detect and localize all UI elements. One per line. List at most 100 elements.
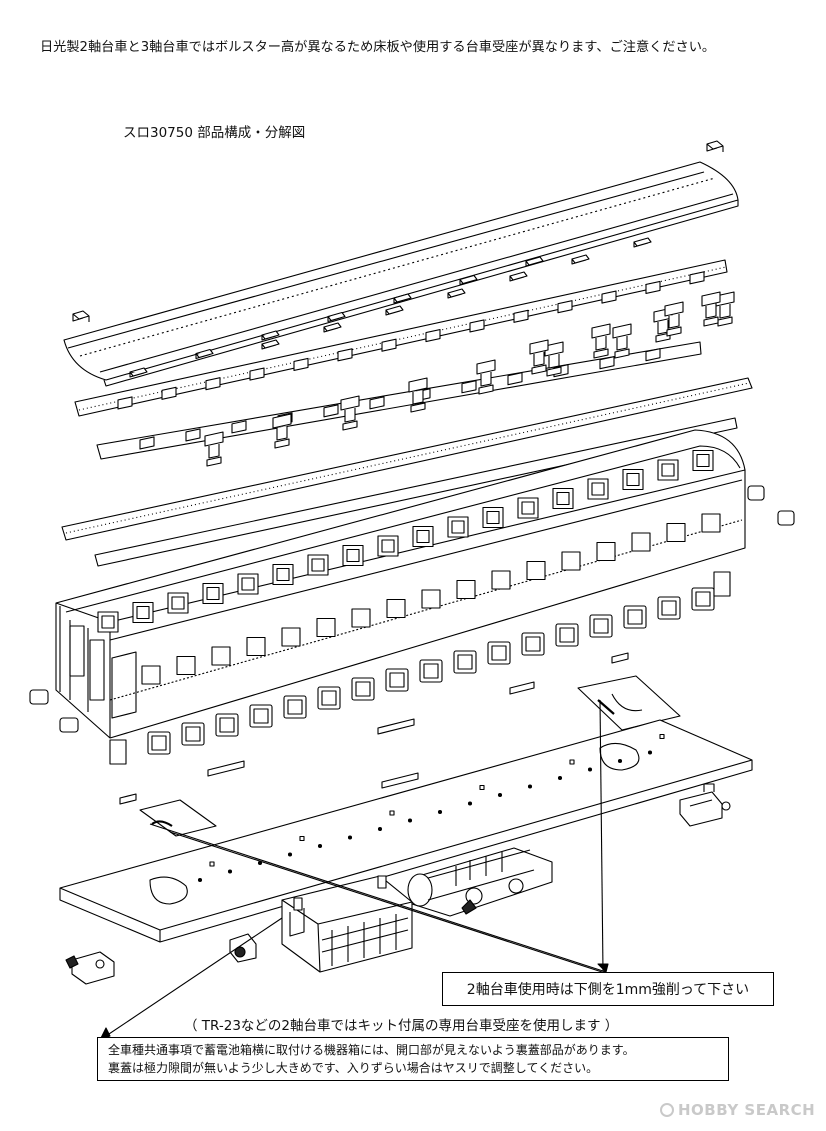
body-window-glass bbox=[556, 491, 570, 506]
body-window bbox=[491, 570, 511, 590]
hobby-search-logo-icon bbox=[660, 1103, 674, 1117]
body-window-glass bbox=[136, 605, 150, 620]
leader-lines bbox=[99, 699, 609, 1041]
coupler-truck-parts bbox=[65, 783, 731, 985]
body-window-glass bbox=[521, 501, 535, 515]
loose-window-glass bbox=[593, 618, 609, 634]
window-frame-part bbox=[557, 300, 573, 314]
floor-hole bbox=[497, 792, 503, 798]
body-window bbox=[167, 592, 189, 614]
floor-hole bbox=[197, 877, 203, 883]
floor-slot bbox=[479, 784, 485, 791]
loose-window-glass bbox=[559, 627, 575, 643]
body-window bbox=[657, 459, 679, 481]
bracket-part bbox=[272, 413, 292, 449]
floor-holes bbox=[197, 733, 665, 883]
ventilator-part bbox=[323, 322, 342, 333]
body-window bbox=[552, 487, 574, 510]
body-window bbox=[517, 497, 539, 519]
floor-hole bbox=[587, 767, 593, 772]
ventilator-part bbox=[459, 274, 478, 286]
window-frame-part bbox=[231, 420, 247, 434]
top-note: 日光製2軸台車と3軸台車ではボルスター高が異なるため床板や使用する台車受座が異な… bbox=[40, 40, 716, 55]
loose-window-part bbox=[351, 677, 375, 701]
body-window bbox=[631, 532, 651, 552]
bracket-part bbox=[591, 323, 611, 359]
loose-window-part bbox=[283, 695, 307, 719]
body-window-glass bbox=[346, 548, 360, 563]
common-note-line: 裏蓋は極力隙間が無いよう少し大きめです、入りずらい場合はヤスリで調整してください… bbox=[108, 1061, 599, 1075]
floor-slot bbox=[299, 835, 305, 842]
window-frame-part bbox=[425, 329, 441, 343]
loose-window-glass bbox=[355, 681, 371, 697]
floor-hole bbox=[557, 775, 563, 781]
body-window bbox=[246, 636, 266, 657]
ventilator-part bbox=[261, 330, 280, 341]
window-frame-part bbox=[205, 377, 221, 391]
floor-hole bbox=[227, 869, 233, 874]
loose-window-part bbox=[487, 641, 511, 665]
floor-hole bbox=[407, 818, 413, 823]
body-window bbox=[351, 608, 371, 628]
loose-window-part bbox=[623, 605, 647, 629]
ventilator-part bbox=[509, 271, 528, 282]
window-frame-part bbox=[513, 309, 529, 323]
loose-window-part bbox=[317, 686, 341, 710]
body-window bbox=[666, 522, 686, 543]
car-body-windows bbox=[97, 449, 721, 685]
body-window-glass bbox=[241, 577, 255, 591]
ventilator-part bbox=[129, 367, 148, 378]
body-window bbox=[281, 627, 301, 647]
roof-ventilator-parts bbox=[129, 237, 652, 378]
ventilator-part bbox=[393, 293, 412, 304]
body-window-glass bbox=[311, 558, 325, 572]
floor-hole bbox=[347, 835, 353, 840]
diagram-title: スロ30750 部品構成・分解図 bbox=[123, 125, 306, 141]
window-frame-part bbox=[645, 280, 661, 295]
ventilator-part bbox=[385, 305, 404, 316]
window-frame-strips bbox=[117, 271, 705, 450]
window-frame-part bbox=[461, 380, 477, 394]
ventilator-part bbox=[571, 254, 590, 265]
loose-window-glass bbox=[185, 726, 201, 742]
ventilator-part bbox=[261, 339, 280, 350]
bracket-part bbox=[701, 291, 721, 327]
eaves-strip-a bbox=[61, 377, 753, 541]
body-window bbox=[526, 560, 546, 581]
body-window-glass bbox=[451, 520, 465, 534]
body-window-glass bbox=[626, 472, 640, 487]
bracket-part bbox=[544, 341, 564, 377]
loose-window-part bbox=[453, 650, 477, 674]
window-frame-part bbox=[599, 356, 615, 370]
window-frame-part bbox=[293, 357, 309, 371]
loose-window-part bbox=[385, 668, 409, 692]
body-window-glass bbox=[276, 567, 290, 582]
watermark: HOBBY SEARCH bbox=[660, 1101, 815, 1119]
roof-clip-part bbox=[72, 140, 724, 322]
body-window-glass bbox=[416, 529, 430, 544]
body-window bbox=[211, 646, 231, 666]
end-parts bbox=[29, 485, 795, 733]
body-window-glass bbox=[486, 510, 500, 525]
body-window bbox=[316, 617, 336, 638]
body-window bbox=[202, 582, 224, 605]
body-window bbox=[141, 665, 161, 685]
window-frame-part bbox=[369, 396, 385, 410]
window-frame-part bbox=[139, 436, 155, 450]
ventilator-part bbox=[525, 256, 544, 267]
bolster-plate bbox=[577, 675, 681, 731]
loose-window-glass bbox=[253, 708, 269, 724]
floor-hole bbox=[647, 750, 653, 755]
floor-plate bbox=[59, 719, 753, 943]
body-window bbox=[692, 449, 714, 472]
loose-window-glass bbox=[661, 600, 677, 616]
ventilator-part bbox=[327, 311, 346, 323]
window-frame-part bbox=[323, 404, 339, 418]
common-note-box: 全車種共通事項で蓄電池箱横に取付ける機器箱には、開口部が見えないよう裏蓋部品があ… bbox=[97, 1037, 729, 1081]
loose-window-glass bbox=[151, 735, 167, 751]
tr23-bogie-note: （ TR-23などの2軸台車ではキット付属の専用台車受座を使用します ） bbox=[184, 1018, 619, 1034]
body-window bbox=[412, 525, 434, 548]
floor-hole bbox=[437, 809, 443, 815]
body-window bbox=[482, 506, 504, 529]
